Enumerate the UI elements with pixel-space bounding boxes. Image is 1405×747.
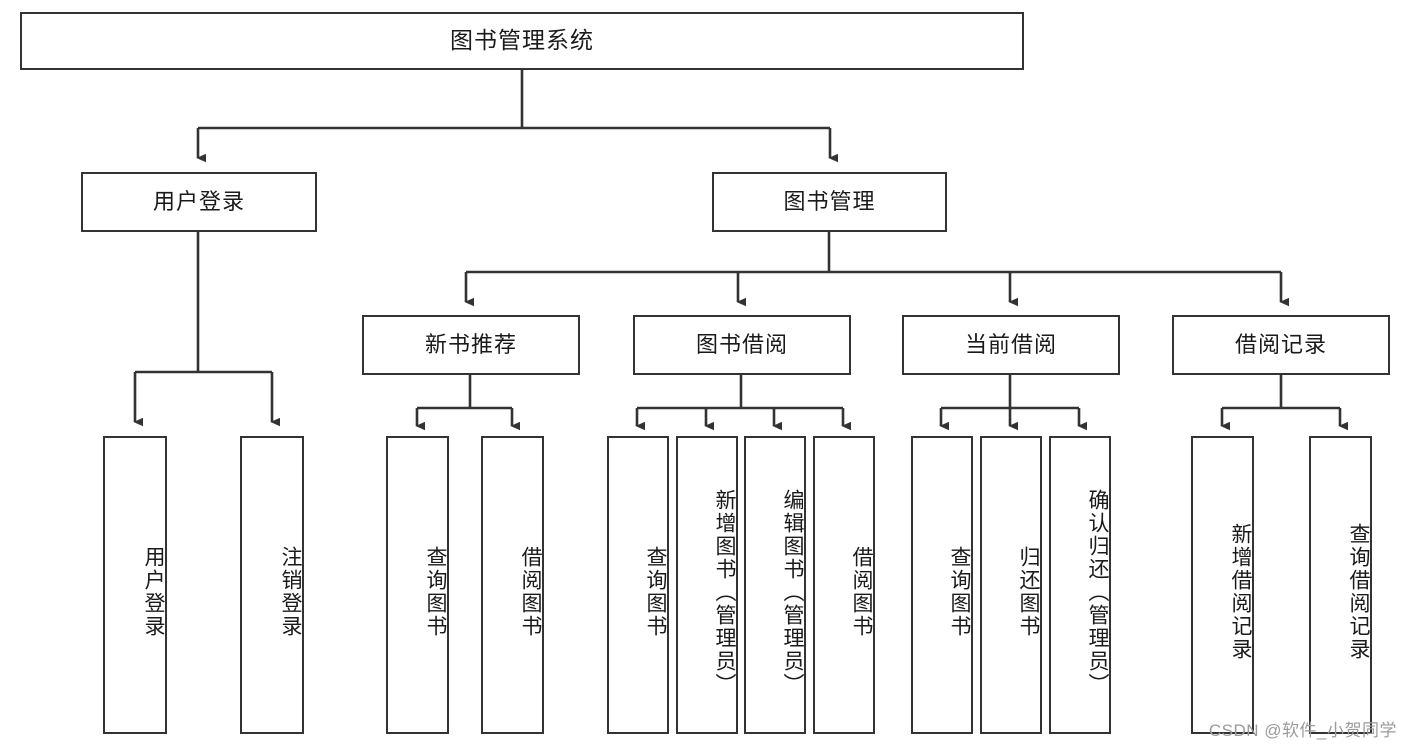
node-label: 借阅图书 (519, 546, 542, 638)
leaf-book-borrow-borrow-book[interactable]: 借阅图书 (813, 436, 875, 734)
leaf-new-book-query-book[interactable]: 查询图书 (386, 436, 449, 734)
node-label: 图书管理 (783, 188, 876, 214)
node-book-management[interactable]: 图书管理 (712, 172, 947, 232)
node-root-book-management-system[interactable]: 图书管理系统 (20, 12, 1024, 70)
leaf-new-book-borrow-book[interactable]: 借阅图书 (481, 436, 544, 734)
node-label: 用户登录 (142, 546, 165, 638)
node-new-book-recommend[interactable]: 新书推荐 (362, 315, 580, 375)
leaf-book-borrow-edit-book-admin[interactable]: 编辑图书（管理员） (744, 436, 806, 734)
node-label: 归还图书 (1017, 546, 1040, 638)
node-book-borrow[interactable]: 图书借阅 (633, 315, 851, 375)
node-borrow-record[interactable]: 借阅记录 (1172, 315, 1390, 375)
node-label: 新增借阅记录 (1229, 523, 1252, 661)
node-current-borrow[interactable]: 当前借阅 (902, 315, 1120, 375)
node-label: 图书管理系统 (450, 27, 594, 54)
node-label: 借阅图书 (850, 546, 873, 638)
node-label: 查询图书 (424, 546, 447, 638)
node-label: 当前借阅 (964, 331, 1057, 357)
node-label: 查询图书 (948, 546, 971, 638)
node-label: 用户登录 (152, 188, 245, 214)
node-label: 编辑图书（管理员） (781, 488, 804, 696)
csdn-watermark: CSDN @软件_小贺同学 (1208, 721, 1397, 740)
node-label: 查询图书 (644, 546, 667, 638)
node-label: 新书推荐 (424, 331, 517, 357)
leaf-current-borrow-return-book[interactable]: 归还图书 (980, 436, 1042, 734)
leaf-borrow-record-add-record[interactable]: 新增借阅记录 (1191, 436, 1254, 734)
node-label: 图书借阅 (695, 331, 788, 357)
leaf-book-borrow-add-book-admin[interactable]: 新增图书（管理员） (676, 436, 738, 734)
node-user-login[interactable]: 用户登录 (81, 172, 317, 232)
node-label: 借阅记录 (1234, 331, 1327, 357)
node-label: 注销登录 (279, 546, 302, 638)
node-label: 确认归还（管理员） (1086, 488, 1109, 696)
node-label: 新增图书（管理员） (713, 488, 736, 696)
leaf-current-borrow-query-book[interactable]: 查询图书 (911, 436, 973, 734)
leaf-user-login-login[interactable]: 用户登录 (103, 436, 167, 734)
node-label: 查询借阅记录 (1347, 523, 1370, 661)
leaf-borrow-record-query-record[interactable]: 查询借阅记录 (1309, 436, 1372, 734)
leaf-current-borrow-confirm-return-admin[interactable]: 确认归还（管理员） (1049, 436, 1111, 734)
leaf-user-login-logout[interactable]: 注销登录 (240, 436, 304, 734)
leaf-book-borrow-query-book[interactable]: 查询图书 (607, 436, 669, 734)
